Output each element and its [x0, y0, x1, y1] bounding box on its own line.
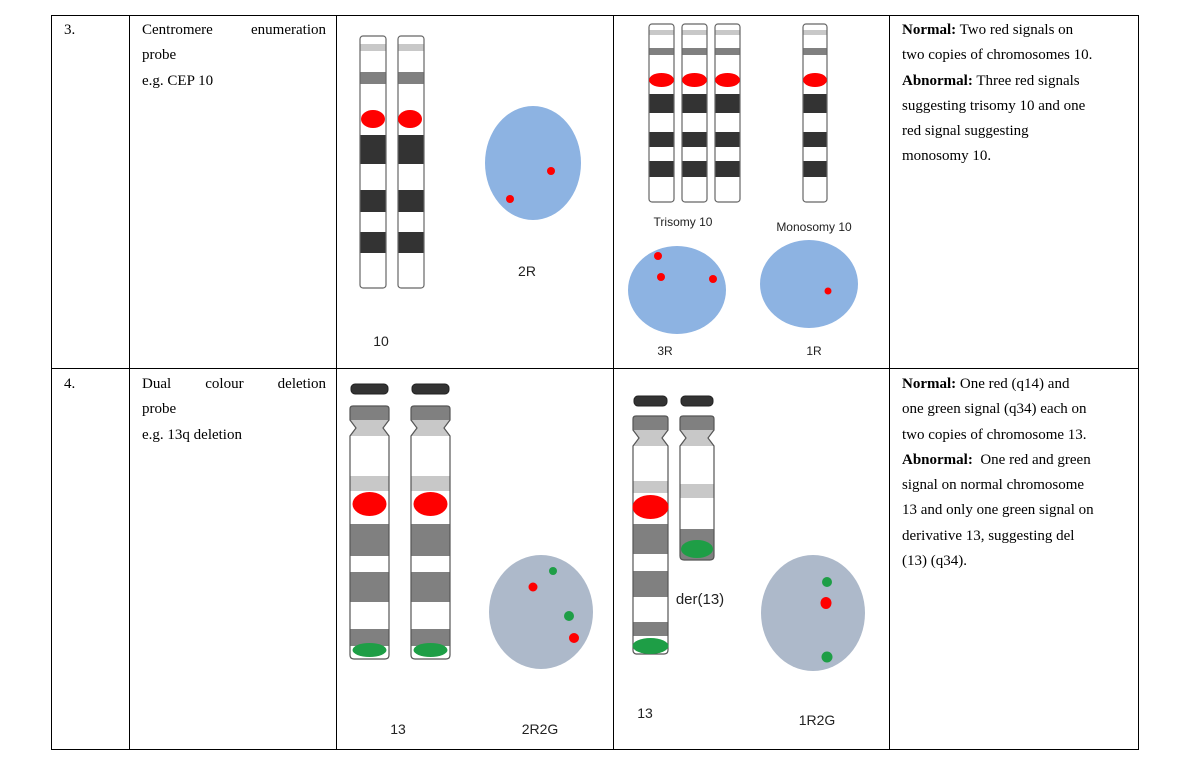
red-signal — [569, 633, 579, 643]
green-signal — [822, 577, 832, 587]
green-signal — [413, 643, 448, 657]
red-signal — [547, 167, 555, 175]
probe-title-line2: probe — [142, 47, 177, 64]
green-signal — [681, 540, 713, 558]
nucleus-2r — [485, 106, 581, 220]
red-signal — [413, 492, 448, 516]
green-signal — [632, 638, 669, 654]
row-3-number: 3. — [64, 22, 76, 38]
red-signal — [654, 252, 662, 260]
row-4-abnormal-figure: der(13) 13 1R2G — [632, 395, 865, 728]
description-text: two copies of chromosome 13. — [902, 426, 1087, 443]
chromosome-der13 — [679, 395, 715, 561]
probe-example: e.g. 13q deletion — [142, 426, 242, 443]
red-signal — [649, 73, 674, 87]
chromosome-label: 10 — [373, 333, 389, 349]
red-signal — [361, 110, 385, 128]
chromosome-13-copy-1 — [349, 383, 390, 660]
chromosome-label: 13 — [637, 705, 653, 721]
nucleus-1r — [760, 240, 858, 328]
description-text: signal on normal chromosome — [902, 477, 1085, 494]
row-3-probe-name: Centromere enumeration probe e.g. CEP 10 — [142, 18, 326, 94]
description-text: One red (q14) and — [956, 376, 1070, 392]
derivative-label: der(13) — [676, 591, 724, 608]
nucleus-1r2g — [761, 555, 865, 671]
row-4-normal-figure: 13 2R2G — [349, 383, 593, 737]
chromosome-10-copy-2 — [397, 35, 425, 289]
monosomy-label: Monosomy 10 — [776, 220, 852, 234]
probe-title-line1: Dual colour deletion — [142, 376, 326, 392]
probe-example: e.g. CEP 10 — [142, 72, 214, 89]
description-text: Three red signals — [972, 72, 1080, 89]
nucleus-2r2g — [489, 555, 593, 669]
description-text: red signal suggesting — [902, 123, 1029, 140]
chromosome-10-copy-1 — [359, 35, 387, 289]
row-4-probe-name: Dual colour deletion probe e.g. 13q dele… — [142, 372, 326, 448]
chromosome-10-single — [802, 23, 828, 203]
description-text: 13 and only one green signal on — [902, 502, 1094, 519]
description-text: two copies of chromosomes 10. — [902, 47, 1093, 64]
cell-label: 1R — [806, 344, 822, 358]
cell-label: 1R2G — [799, 712, 836, 728]
normal-heading: Normal: — [902, 376, 957, 392]
red-signal — [632, 495, 669, 519]
row-3-abnormal-figure: Trisomy 10 Monosomy 10 3R 1R — [628, 23, 858, 358]
red-signal — [398, 110, 422, 128]
red-signal — [709, 275, 717, 283]
green-signal — [564, 611, 574, 621]
chromosome-13-copy-2 — [410, 383, 451, 660]
abnormal-heading: Abnormal: — [902, 451, 973, 468]
red-signal — [824, 287, 832, 295]
red-signal — [803, 73, 827, 87]
green-signal — [352, 643, 387, 657]
red-signal — [657, 273, 665, 281]
cell-label: 2R2G — [522, 721, 559, 737]
red-signal — [820, 597, 832, 609]
description-text: derivative 13, suggesting del — [902, 527, 1075, 544]
trisomy-label: Trisomy 10 — [654, 215, 713, 229]
description-text: One red and green — [972, 451, 1091, 468]
row-3-description: Normal: Two red signals on two copies of… — [902, 18, 1092, 170]
cell-label: 2R — [518, 263, 536, 279]
probe-title-line1: Centromere enumeration — [142, 22, 326, 38]
green-signal — [549, 567, 557, 575]
description-text: one green signal (q34) each on — [902, 401, 1087, 418]
description-text: suggesting trisomy 10 and one — [902, 97, 1086, 114]
row-3-normal-figure: 10 2R — [359, 35, 581, 349]
abnormal-heading: Abnormal: — [902, 72, 973, 89]
description-text: monosomy 10. — [902, 148, 992, 165]
chromosome-label: 13 — [390, 721, 406, 737]
description-text: Two red signals on — [956, 22, 1074, 38]
probe-title-line2: probe — [142, 401, 177, 418]
nucleus-3r — [628, 246, 726, 334]
normal-heading: Normal: — [902, 22, 957, 38]
red-signal — [682, 73, 707, 87]
green-signal — [821, 651, 833, 663]
cell-label: 3R — [657, 344, 673, 358]
red-signal — [715, 73, 740, 87]
trisomy-chromosomes — [648, 23, 741, 203]
red-signal — [506, 195, 514, 203]
row-4-number: 4. — [64, 376, 76, 392]
description-text: (13) (q34). — [902, 553, 967, 570]
red-signal — [352, 492, 387, 516]
red-signal — [528, 582, 538, 592]
chromosome-13-normal — [632, 395, 669, 655]
row-4-description: Normal: One red (q14) and one green sign… — [902, 372, 1094, 574]
